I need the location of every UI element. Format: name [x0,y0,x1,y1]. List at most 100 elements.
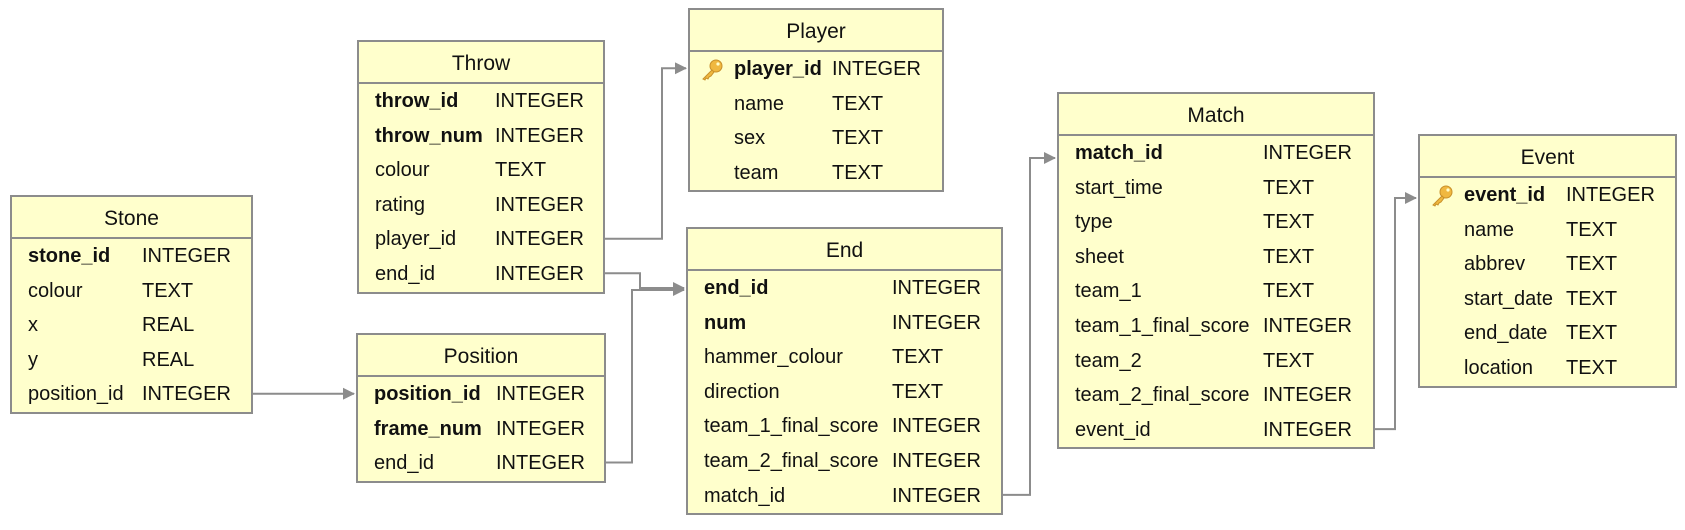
field-row-team[interactable]: team TEXT [690,156,942,191]
field-row-position-id[interactable]: position_id INTEGER [12,377,251,412]
field-name: position_id [374,383,481,405]
field-type: TEXT [1566,287,1618,310]
field-type: TEXT [1566,356,1618,379]
field-row-location[interactable]: location TEXT [1420,351,1675,386]
field-name: y [28,348,38,371]
field-row-sex[interactable]: sex TEXT [690,121,942,156]
field-type: TEXT [1263,211,1315,234]
field-row-direction[interactable]: direction TEXT [688,375,1001,410]
field-type: TEXT [495,159,547,182]
field-type: REAL [142,348,195,371]
field-type: REAL [142,314,195,337]
relationship-throw-to-end [605,272,685,294]
field-type: INTEGER [495,90,584,112]
table-title: Match [1059,94,1373,136]
field-name: direction [704,380,780,403]
field-name: colour [28,279,83,302]
field-row-end-id[interactable]: end_id INTEGER [359,257,603,292]
field-name: team_2_final_score [704,449,879,472]
field-name: team [734,161,779,184]
field-name: throw_id [375,90,459,112]
field-type: TEXT [832,161,884,184]
key-icon [1432,185,1453,207]
field-type: INTEGER [495,262,584,285]
field-type: INTEGER [495,124,584,147]
field-name: frame_num [374,417,482,440]
field-name: end_id [375,262,436,285]
field-type: INTEGER [1263,384,1352,407]
field-row-y[interactable]: y REAL [12,343,251,378]
field-type: INTEGER [496,383,585,405]
field-row-start-date[interactable]: start_date TEXT [1420,282,1675,317]
field-name: sex [734,127,766,150]
field-name: event_id [1075,418,1151,441]
field-type: TEXT [892,380,944,403]
field-name: position_id [28,383,124,406]
field-row-sheet[interactable]: sheet TEXT [1059,240,1373,275]
field-row-throw-id[interactable]: throw_id INTEGER [359,84,603,119]
field-name: start_date [1464,287,1553,310]
field-type: TEXT [1263,245,1315,268]
table-title: End [688,229,1001,271]
field-row-colour[interactable]: colour TEXT [359,153,603,188]
field-name: type [1075,211,1113,234]
field-name: location [1464,356,1533,379]
field-name: end_id [704,277,769,299]
table-title: Throw [359,42,603,84]
field-row-type[interactable]: type TEXT [1059,205,1373,240]
field-name: team_1 [1075,280,1142,303]
field-name: colour [375,159,430,182]
field-type: TEXT [1566,218,1618,241]
field-name: abbrev [1464,253,1526,276]
relationship-end-to-match [1003,152,1056,496]
field-name: x [28,314,38,337]
field-name: name [734,92,785,115]
field-row-x[interactable]: x REAL [12,308,251,343]
table-title: Stone [12,197,251,239]
field-type: TEXT [832,127,884,150]
field-type: INTEGER [142,383,231,406]
field-name: team_1_final_score [704,415,879,438]
field-row-position-id[interactable]: position_id INTEGER [358,377,604,412]
relationship-throw-to-player [605,62,687,240]
field-name: sheet [1075,245,1124,268]
field-type: INTEGER [142,245,231,267]
